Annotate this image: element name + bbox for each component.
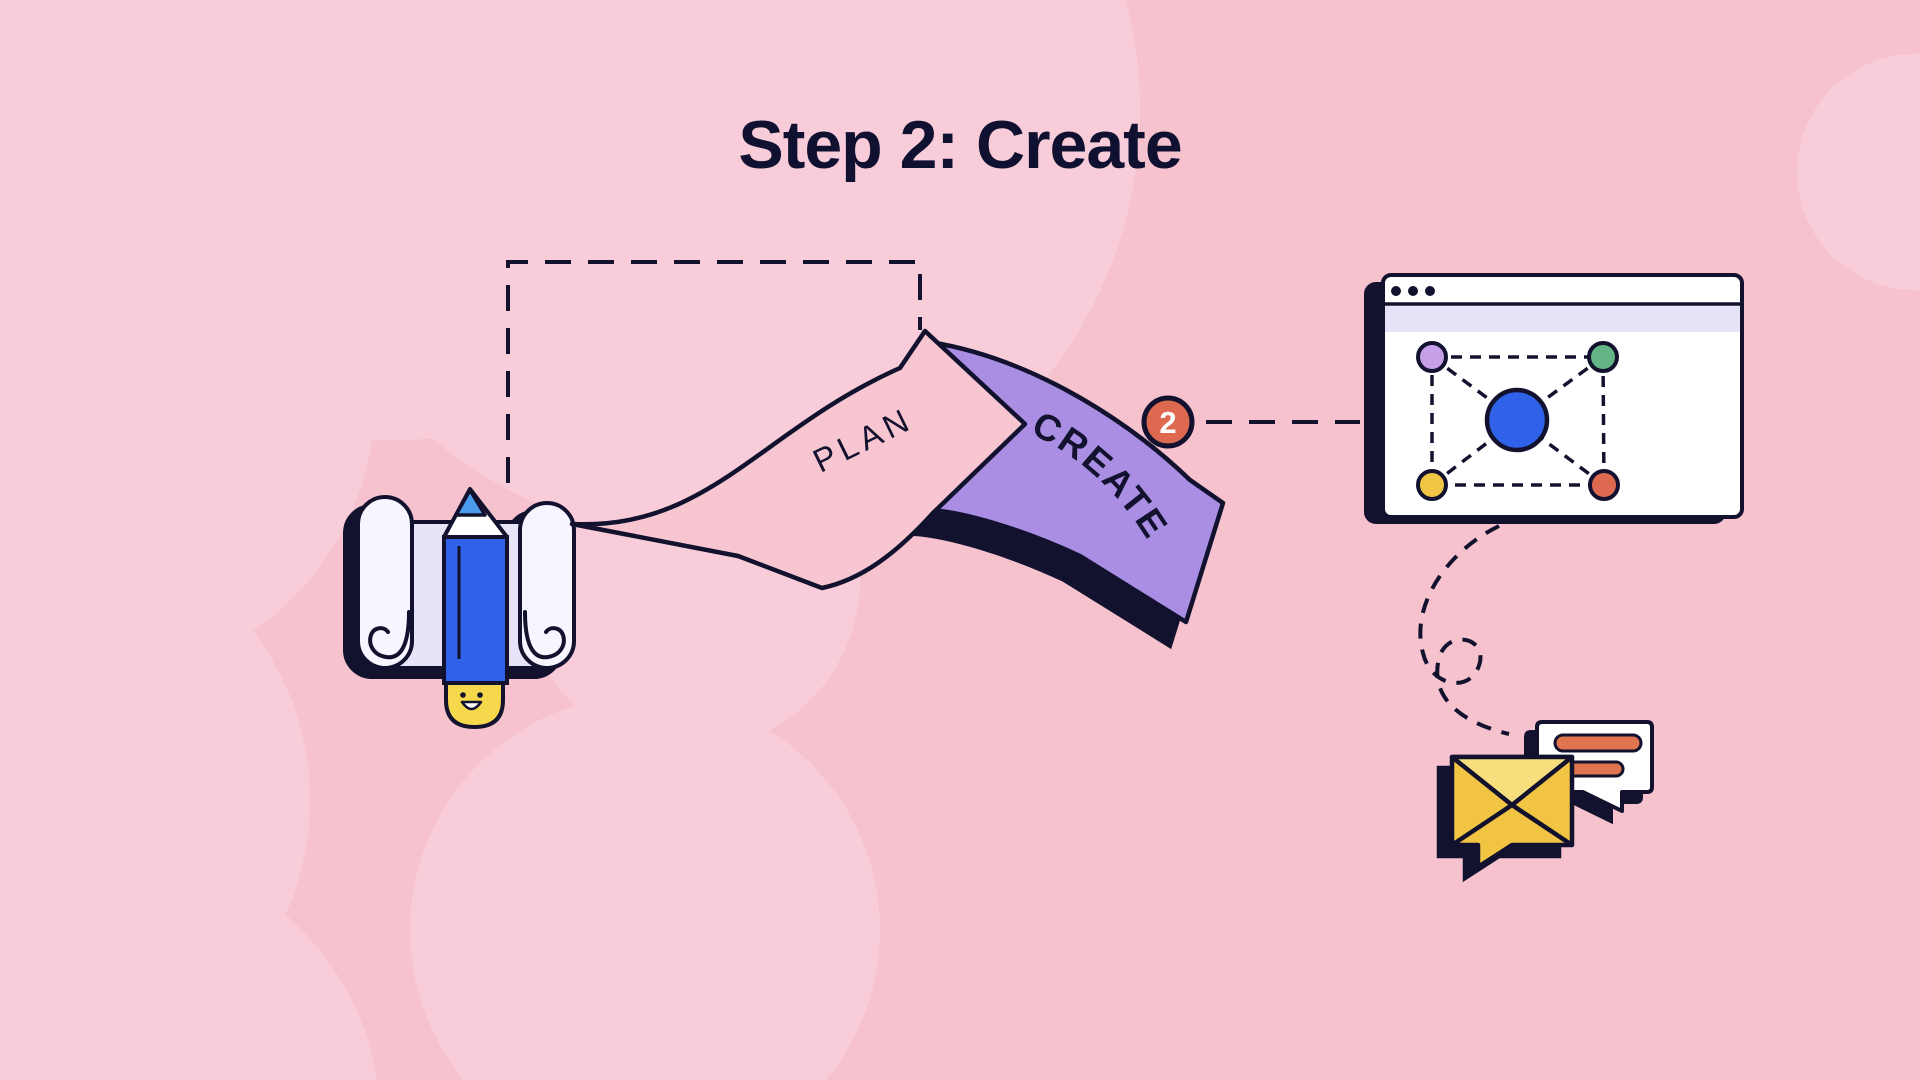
window-frame bbox=[1381, 273, 1744, 519]
envelope-icon bbox=[1436, 754, 1575, 883]
chat-text-line bbox=[1553, 733, 1643, 753]
window-dot bbox=[1425, 286, 1435, 296]
chat-text-line bbox=[1564, 760, 1625, 778]
pencil-lead bbox=[454, 488, 487, 517]
window-dot bbox=[1391, 286, 1401, 296]
step-badge: 2 bbox=[1141, 395, 1195, 449]
scroll-left-curl bbox=[368, 610, 411, 660]
plan-create-arrow: PLAN CREATE bbox=[569, 328, 1226, 650]
scroll-right-roll bbox=[518, 501, 576, 670]
step-badge-number: 2 bbox=[1159, 405, 1176, 440]
envelope-flap bbox=[1449, 754, 1575, 808]
envelope-fold-lines bbox=[1450, 803, 1574, 847]
dashed-connector-message bbox=[1418, 524, 1510, 736]
network-node-yellow bbox=[1416, 469, 1448, 501]
network-node-green bbox=[1587, 341, 1619, 373]
pencil-body bbox=[442, 535, 509, 685]
network-node-center bbox=[1484, 387, 1550, 453]
eraser-smile bbox=[460, 700, 483, 711]
network-diagram bbox=[1416, 341, 1620, 501]
envelope-body bbox=[1449, 754, 1575, 870]
window-dot bbox=[1408, 286, 1418, 296]
step-badge-circle bbox=[1141, 395, 1195, 449]
eraser-eye bbox=[477, 692, 483, 698]
network-node-purple bbox=[1416, 341, 1448, 373]
dashed-connector-plan bbox=[506, 260, 922, 483]
scroll-left-roll bbox=[356, 495, 414, 670]
eraser-eye bbox=[460, 692, 466, 698]
background-blob bbox=[0, 850, 377, 1080]
window-toolbar-strip bbox=[1385, 306, 1740, 332]
page-title: Step 2: Create bbox=[738, 107, 1182, 183]
browser-window bbox=[1364, 273, 1744, 524]
scroll-right-curl bbox=[523, 610, 566, 660]
pencil-icon bbox=[442, 487, 509, 730]
background-blob bbox=[410, 695, 880, 1080]
network-node-red bbox=[1588, 469, 1620, 501]
background-blob bbox=[1797, 54, 1920, 290]
plan-arrow-segment bbox=[569, 328, 1028, 591]
